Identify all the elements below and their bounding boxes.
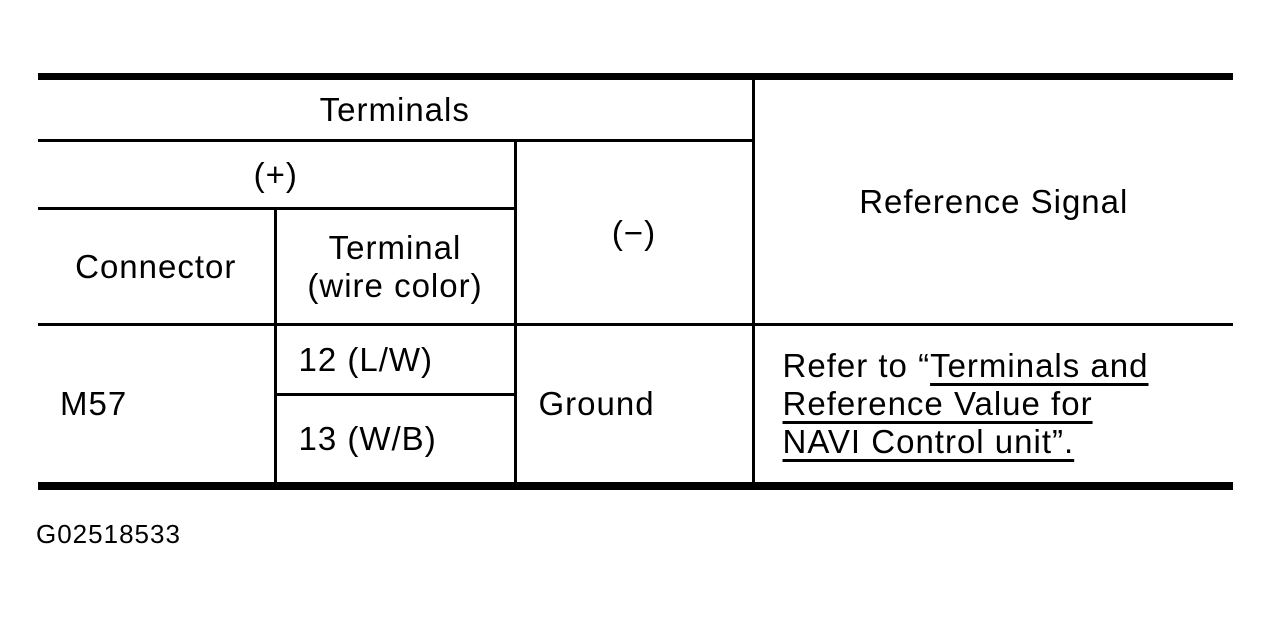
table-row: (+) (−) [36, 139, 1233, 326]
table-row: Terminals Reference Signal [36, 75, 1235, 326]
connector-header: Connector [36, 207, 277, 326]
figure-id-caption: G02518533 [36, 519, 181, 549]
terminals-header: Terminals [36, 75, 755, 142]
terminal-wire-color-header: Terminal (wire color) [273, 207, 517, 326]
ground-value: Ground [513, 323, 755, 487]
reference-signal-header: Reference Signal [751, 75, 1235, 326]
plus-header: (+) [36, 139, 517, 210]
terminal-header-line2: (wire color) [307, 266, 483, 304]
terminal-value-13: 13 (W/B) [273, 393, 517, 487]
terminal-value-12: 12 (L/W) [273, 323, 517, 396]
reference-text-prefix: Refer to “ [782, 346, 931, 384]
reference-signal-value: Refer to “Terminals and Reference Value … [751, 323, 1235, 487]
table-row: 13 (W/B) [38, 393, 1233, 487]
reference-link-line3[interactable]: NAVI Control unit”. [782, 422, 1075, 460]
terminals-reference-table: Terminals Reference Signal (+) (−) Conne… [36, 73, 1235, 490]
minus-header: (−) [513, 139, 755, 326]
table-row: M57 12 (L/W) Ground Refer to “Terminals … [36, 323, 1235, 487]
connector-value: M57 [36, 323, 277, 487]
table-row: Connector Terminal (wire color) [36, 207, 1233, 326]
terminal-header-line1: Terminal [328, 228, 462, 266]
reference-link-line1[interactable]: Terminals and [930, 346, 1149, 384]
reference-link-line2[interactable]: Reference Value for [782, 384, 1093, 422]
